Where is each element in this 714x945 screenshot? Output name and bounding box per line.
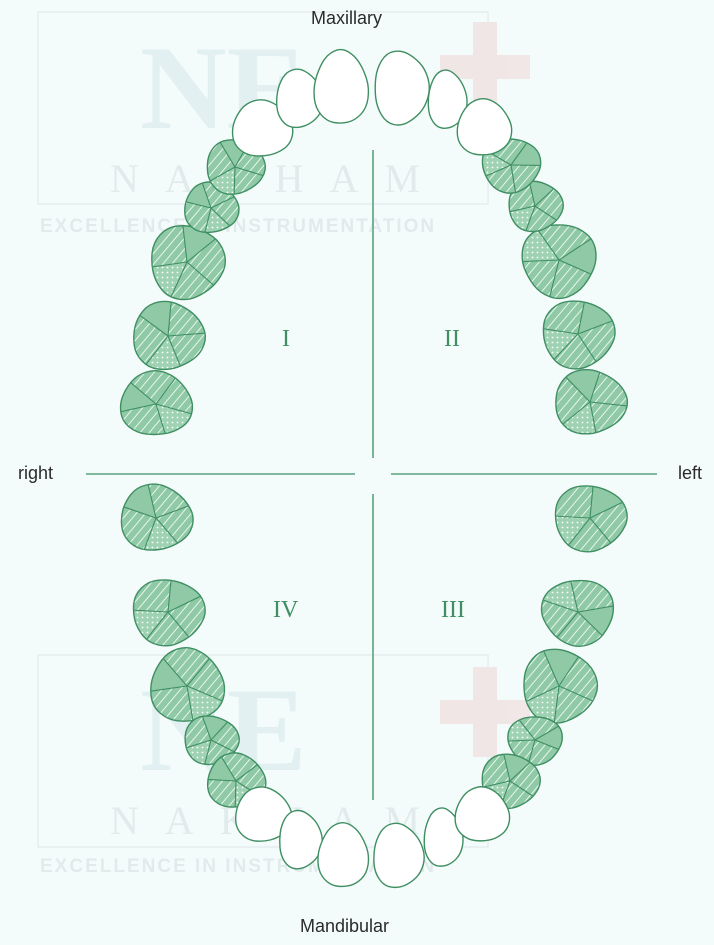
patient-right-label: right	[18, 463, 53, 484]
quadrant-label-II: II	[444, 326, 460, 353]
svg-text:EXCELLENCE IN INSTRUMENTATION: EXCELLENCE IN INSTRUMENTATION	[40, 216, 436, 237]
quadrant-label-III: III	[441, 597, 465, 624]
quadrant-label-IV: IV	[273, 597, 298, 624]
tooth-q2-6	[506, 216, 608, 311]
mandibular-label: Mandibular	[300, 916, 389, 937]
quadrant-label-I: I	[282, 326, 290, 353]
tooth-q3-8	[538, 471, 636, 557]
tooth-upper-anterior-3	[314, 50, 368, 123]
tooth-q4-7	[116, 565, 214, 651]
tooth-q4-8	[107, 471, 204, 563]
tooth-q2-8	[552, 358, 642, 448]
tooth-q2-7	[527, 286, 626, 376]
tooth-q1-8	[106, 366, 206, 449]
tooth-q1-7	[127, 287, 220, 381]
tooth-q3-7	[529, 565, 628, 650]
tooth-upper-anterior-6	[457, 99, 511, 155]
svg-text:NAKHAM: NAKHAM	[110, 156, 446, 201]
maxillary-label: Maxillary	[311, 8, 382, 29]
tooth-upper-anterior-4	[375, 51, 429, 125]
patient-left-label: left	[678, 463, 702, 484]
